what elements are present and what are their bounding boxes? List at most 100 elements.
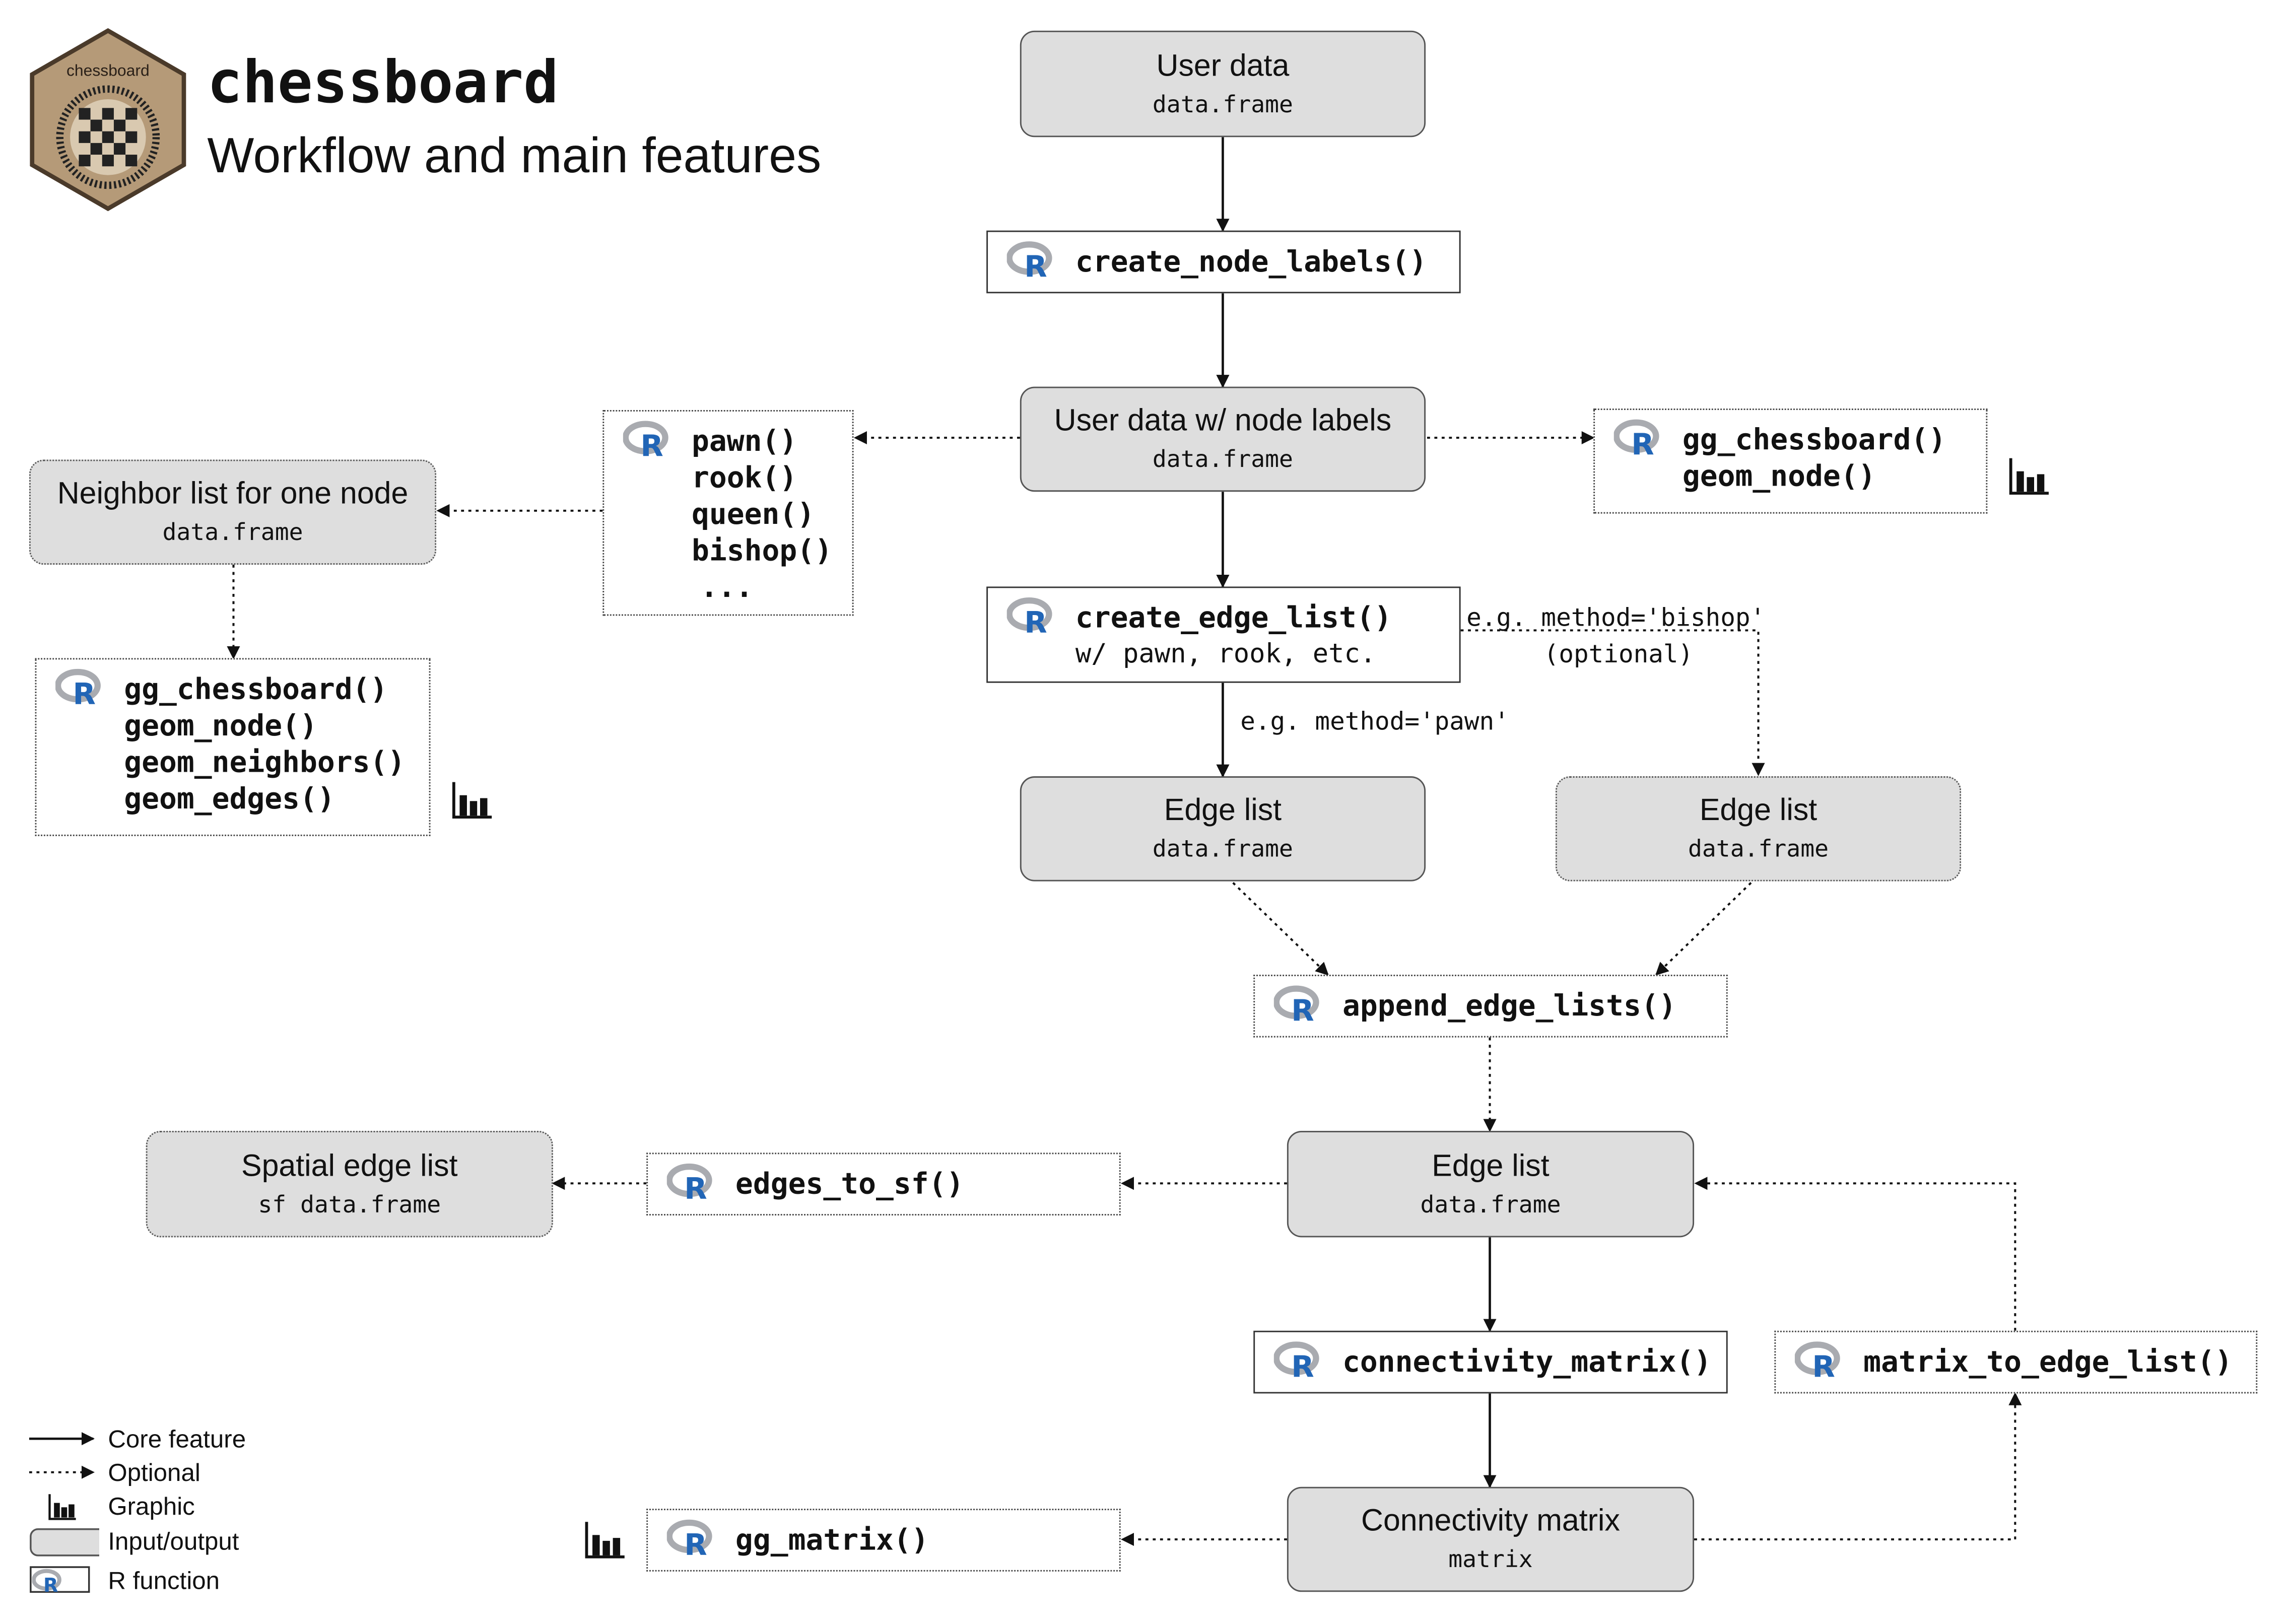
- fn-label: append_edge_lists(): [1342, 988, 1676, 1023]
- node-type: data.frame: [1152, 90, 1293, 118]
- legend-core-label: Core feature: [108, 1426, 246, 1454]
- r-logo-icon: R: [666, 1519, 712, 1559]
- node-type: data.frame: [1152, 834, 1293, 862]
- node-type: data.frame: [1688, 834, 1829, 862]
- chessboard-hex-logo: chessboard: [30, 28, 186, 212]
- fn-label: matrix_to_edge_list(): [1863, 1343, 2233, 1379]
- fn-label: gg_matrix(): [735, 1522, 929, 1557]
- fn-label: rook(): [692, 459, 797, 495]
- node-connectivity-matrix: Connectivity matrix matrix: [1287, 1486, 1695, 1592]
- node-title: Edge list: [1432, 1149, 1550, 1183]
- fn-neighbors-list: pawn() rook() queen() bishop() ...: [692, 423, 832, 605]
- node-spatial-edge-list: Spatial edge list sf data.frame: [146, 1130, 553, 1238]
- fn-sublabel: w/ pawn, rook, etc.: [1075, 639, 1376, 670]
- fn-label: create_edge_list(): [1075, 599, 1392, 635]
- node-title: Edge list: [1699, 793, 1818, 828]
- r-logo-icon: R: [1273, 1341, 1319, 1381]
- arrow-opt-pawn-to-append: [1232, 882, 1329, 976]
- fn-plot-board: gg_chessboard() geom_node(): [1593, 409, 1988, 514]
- bar-chart-icon: [2009, 458, 2049, 495]
- node-edge-list-pawn: Edge list data.frame: [1020, 776, 1426, 882]
- fn-connectivity-matrix: connectivity_matrix(): [1253, 1330, 1728, 1394]
- legend-rfun-label: R function: [108, 1567, 220, 1595]
- node-title: Edge list: [1164, 793, 1282, 828]
- node-type: data.frame: [1420, 1190, 1561, 1218]
- fn-create-edge-list: create_edge_list() w/ pawn, rook, etc.: [986, 586, 1461, 683]
- fn-create-node-labels: create_node_labels(): [986, 230, 1461, 294]
- bar-chart-icon: [452, 782, 492, 819]
- page-title: chessboard: [207, 49, 559, 117]
- fn-label: bishop(): [692, 532, 833, 568]
- node-user-data-labels: User data w/ node labels data.frame: [1020, 386, 1426, 492]
- legend-io-swatch: [30, 1528, 99, 1557]
- svg-text:R: R: [43, 1575, 58, 1594]
- hex-logo-text: chessboard: [66, 61, 150, 80]
- fn-label: geom_edges(): [124, 780, 335, 816]
- fn-label: edges_to_sf(): [735, 1166, 964, 1201]
- annotation-pawn-method: e.g. method='pawn': [1240, 707, 1509, 737]
- fn-label: geom_node(): [1682, 458, 1876, 494]
- arrow-opt-to-bishop-edges: [1460, 629, 1765, 776]
- node-title: User data w/ node labels: [1054, 404, 1392, 438]
- svg-text:R: R: [684, 1171, 707, 1202]
- fn-neighbors: pawn() rook() queen() bishop() ...: [602, 410, 854, 616]
- svg-text:R: R: [640, 429, 663, 460]
- r-logo-icon: R: [1006, 597, 1052, 637]
- node-edge-list-main: Edge list data.frame: [1287, 1130, 1695, 1238]
- svg-text:R: R: [1812, 1349, 1835, 1380]
- node-title: Connectivity matrix: [1361, 1504, 1620, 1538]
- legend-io-label: Input/output: [108, 1527, 239, 1555]
- svg-text:R: R: [1291, 1349, 1314, 1380]
- r-logo-icon: R: [1613, 419, 1659, 458]
- node-neighbor-list: Neighbor list for one node data.frame: [29, 459, 437, 565]
- node-type: data.frame: [162, 518, 303, 546]
- bar-chart-icon: [585, 1522, 625, 1559]
- arrow-opt-bishop-to-append: [1655, 882, 1752, 976]
- node-type: sf data.frame: [258, 1190, 441, 1218]
- fn-label: gg_chessboard(): [124, 671, 388, 707]
- page-subtitle: Workflow and main features: [207, 128, 822, 184]
- node-title: Neighbor list for one node: [57, 477, 409, 511]
- arrow-opt-back-to-edge-list: [1694, 1177, 2016, 1331]
- svg-text:R: R: [1631, 427, 1654, 458]
- fn-matrix-to-edge-list: matrix_to_edge_list(): [1774, 1330, 2258, 1394]
- fn-label: queen(): [692, 496, 815, 531]
- node-title: User data: [1156, 49, 1290, 83]
- svg-text:R: R: [1024, 249, 1047, 280]
- fn-label: geom_neighbors(): [124, 744, 406, 779]
- node-user-data: User data data.frame: [1020, 30, 1426, 138]
- fn-label: pawn(): [692, 423, 797, 458]
- svg-text:R: R: [73, 676, 96, 708]
- annotation-bishop-optional: (optional): [1543, 640, 1694, 670]
- annotation-bishop-method: e.g. method='bishop': [1466, 604, 1766, 634]
- r-logo-icon: R: [1006, 241, 1052, 281]
- fn-append-edge-lists: append_edge_lists(): [1253, 974, 1728, 1038]
- svg-text:R: R: [684, 1527, 707, 1559]
- node-type: matrix: [1448, 1545, 1533, 1573]
- node-title: Spatial edge list: [241, 1149, 458, 1183]
- bar-chart-icon: [48, 1494, 76, 1520]
- fn-gg-matrix: gg_matrix(): [646, 1509, 1121, 1572]
- fn-plot-neighbors: gg_chessboard() geom_node() geom_neighbo…: [35, 658, 431, 836]
- fn-label: connectivity_matrix(): [1342, 1343, 1712, 1379]
- r-logo-icon: R: [1794, 1341, 1840, 1381]
- r-logo-icon: R: [1273, 985, 1319, 1025]
- fn-label: ...: [700, 569, 754, 604]
- arrow-opt-matrix-to-edge-list-fn: [1694, 1392, 2022, 1541]
- fn-label: geom_node(): [124, 707, 317, 743]
- svg-text:R: R: [1024, 605, 1047, 636]
- legend-optional-label: Optional: [108, 1459, 200, 1487]
- node-edge-list-bishop: Edge list data.frame: [1555, 776, 1962, 882]
- r-logo-icon: R: [55, 668, 101, 708]
- fn-label: gg_chessboard(): [1682, 422, 1946, 457]
- r-logo-icon: R: [623, 421, 668, 460]
- fn-label: create_node_labels(): [1075, 243, 1427, 279]
- r-logo-icon: R: [32, 1569, 61, 1594]
- r-logo-icon: R: [666, 1163, 712, 1202]
- node-type: data.frame: [1152, 445, 1293, 473]
- legend-graphic-label: Graphic: [108, 1493, 195, 1521]
- fn-edges-to-sf: edges_to_sf(): [646, 1153, 1121, 1215]
- svg-text:R: R: [1291, 993, 1314, 1025]
